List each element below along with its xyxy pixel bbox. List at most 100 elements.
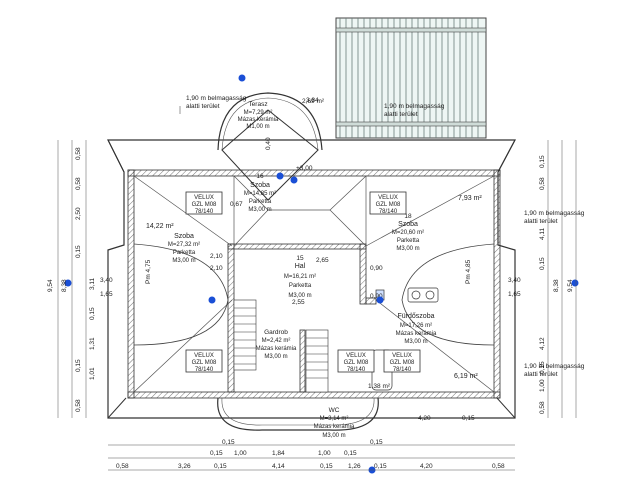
bath-area: M=17,26 m² [400, 323, 432, 329]
bottom-bay [217, 397, 379, 431]
rdim-3: 0,15 [539, 257, 546, 270]
note-tl-1: 1,90 m belmagasság [186, 95, 247, 102]
room16-num: 16 [256, 173, 264, 180]
right-dim-labels: 0,58 0,15 4,11 0,15 4,12 0,15 1,00 0,58 … [539, 155, 574, 414]
roomright-name: Szoba [398, 221, 418, 228]
bdim-6: 0,15 [374, 463, 387, 470]
level-top: 3,84 [306, 97, 319, 104]
dim-255: 2,55 [292, 299, 305, 306]
bdim-7: 4,20 [420, 463, 433, 470]
ldim-0: 0,58 [75, 177, 82, 190]
roof-hip-lines [133, 175, 495, 393]
terrace-finish: Mázas kerámia [238, 117, 279, 123]
dim-265: 2,65 [316, 257, 329, 264]
note-rl-2: alatti terület [524, 371, 558, 378]
terrace-area: M=7,29 m² [244, 110, 273, 116]
brow1-0: 0,15 [222, 439, 235, 446]
room-wc: WC M=3,14 m² Mázas kerámia M3,00 m [314, 407, 355, 439]
bdim-8: 0,58 [492, 463, 505, 470]
rdim-2: 4,11 [539, 227, 546, 240]
pm-left: Pm 4,75 [145, 259, 152, 284]
wardrobe-finish: Mázas kerámia [256, 346, 297, 352]
ldim-6: 1,31 [89, 337, 96, 350]
area-bottom-right: 6,19 m² [454, 373, 478, 380]
velux-2-l2: GZL M08 [376, 202, 401, 208]
velux-1-l1: VELUX [194, 195, 214, 201]
room-terrace: Terasz M=7,29 m² Mázas kerámia M1,00 m [238, 101, 279, 130]
ltot-1: 8,38 [61, 279, 68, 292]
room-hall: 15 Hal M=16,21 m² Parketta M3,00 m [284, 255, 316, 299]
bath-height: M3,00 m [404, 339, 427, 345]
bdim-3: 4,14 [272, 463, 285, 470]
hall-name: Hal [295, 263, 306, 270]
room16-height: M3,00 m [248, 207, 271, 213]
velux-3-l3: 78/140 [195, 367, 214, 373]
area-tags: 14,22 m² 7,93 m² 6,19 m² 1,38 m² 2,69 m² [146, 98, 482, 390]
velux-4-l3: 78/140 [347, 367, 366, 373]
section-markers [64, 74, 579, 474]
velux-5-l3: 78/140 [393, 367, 412, 373]
roomleft-finish: Parketta [173, 250, 196, 256]
terrace-dormer [217, 92, 323, 201]
area-left: 14,22 m² [146, 223, 174, 230]
brow2-3: 1,00 [318, 450, 331, 457]
left-dimensions [57, 140, 87, 418]
rdim-4: 4,12 [539, 337, 546, 350]
bdim-4: 0,15 [320, 463, 333, 470]
rtot-1: 8,38 [553, 279, 560, 292]
rdim-0: 0,58 [539, 177, 546, 190]
room16-finish: Parketta [249, 199, 272, 205]
rdim-5: 0,15 [539, 361, 546, 374]
hall-finish: Parketta [289, 283, 312, 289]
level-plus: +3,00 [296, 165, 313, 172]
dim-090b: 0,90 [370, 293, 383, 300]
ldim-5: 0,15 [89, 307, 96, 320]
bdim-0: 0,58 [116, 463, 129, 470]
wc-area: M=3,14 m² [320, 416, 349, 422]
note-rm-1: 1,90 m belmagasság [524, 210, 585, 217]
brow1-1: 0,15 [370, 439, 383, 446]
velux-1-l2: GZL M08 [192, 202, 217, 208]
room-left: Szoba M=27,32 m² Parketta M3,00 m [168, 233, 200, 264]
velux-1-l3: 78/140 [195, 209, 214, 215]
hall-height: M3,00 m [288, 293, 311, 299]
velux-2-l1: VELUX [378, 195, 398, 201]
rdim-7: 0,58 [539, 401, 546, 414]
left-dim-labels: 0,58 0,58 2,50 0,15 3,11 0,15 1,31 1,01 … [47, 147, 96, 412]
wc-finish: Mázas kerámia [314, 424, 355, 430]
staircase [233, 299, 329, 393]
ldim-7: 1,01 [89, 367, 96, 380]
velux-windows [185, 191, 421, 373]
brow2-0: 0,15 [210, 450, 223, 457]
room-16: 16 Szoba M=14,85 m² Parketta M3,00 m [244, 173, 276, 213]
ldim-3: 0,15 [75, 245, 82, 258]
velux-4-l2: GZL M08 [344, 360, 369, 366]
dim-040: 0,40 [265, 137, 272, 150]
roomright-num: 18 [404, 213, 412, 220]
room-wardrobe: Gardrob M=2,42 m² Mázas kerámia M3,00 m [256, 329, 297, 360]
bdim-1: 3,26 [178, 463, 191, 470]
roomright-area: M=20,60 m² [392, 230, 424, 236]
note-rm-2: alatti terület [524, 218, 558, 225]
dim-165-right: 1,65 [508, 291, 521, 298]
ldim-2: 2,50 [75, 207, 82, 220]
velux-labels: VELUX GZL M08 78/140 VELUX GZL M08 78/14… [192, 195, 415, 373]
wardrobe-name: Gardrob [264, 329, 288, 336]
wardrobe-area: M=2,42 m² [262, 338, 291, 344]
room16-name: Szoba [250, 182, 270, 189]
note-rl-1: 1,90 m belmagasság [524, 363, 585, 370]
velux-4-l1: VELUX [346, 353, 366, 359]
velux-3-l1: VELUX [194, 353, 214, 359]
brow3-1: 0,15 [462, 415, 475, 422]
pm-right: Pm 4,85 [465, 259, 472, 284]
roomright-height: M3,00 m [396, 246, 419, 252]
dim-165-left: 1,65 [100, 291, 113, 298]
velux-2-l3: 78/140 [379, 209, 398, 215]
ldim-1: 0,58 [75, 147, 82, 160]
ldim-9: 0,58 [75, 399, 82, 412]
dim-067: 0,67 [230, 201, 243, 208]
room-right: 18 Szoba M=20,60 m² Parketta M3,00 m [392, 213, 424, 252]
bath-finish: Mázas kerámia [396, 331, 437, 337]
dim-340-right: 3,40 [508, 277, 521, 284]
